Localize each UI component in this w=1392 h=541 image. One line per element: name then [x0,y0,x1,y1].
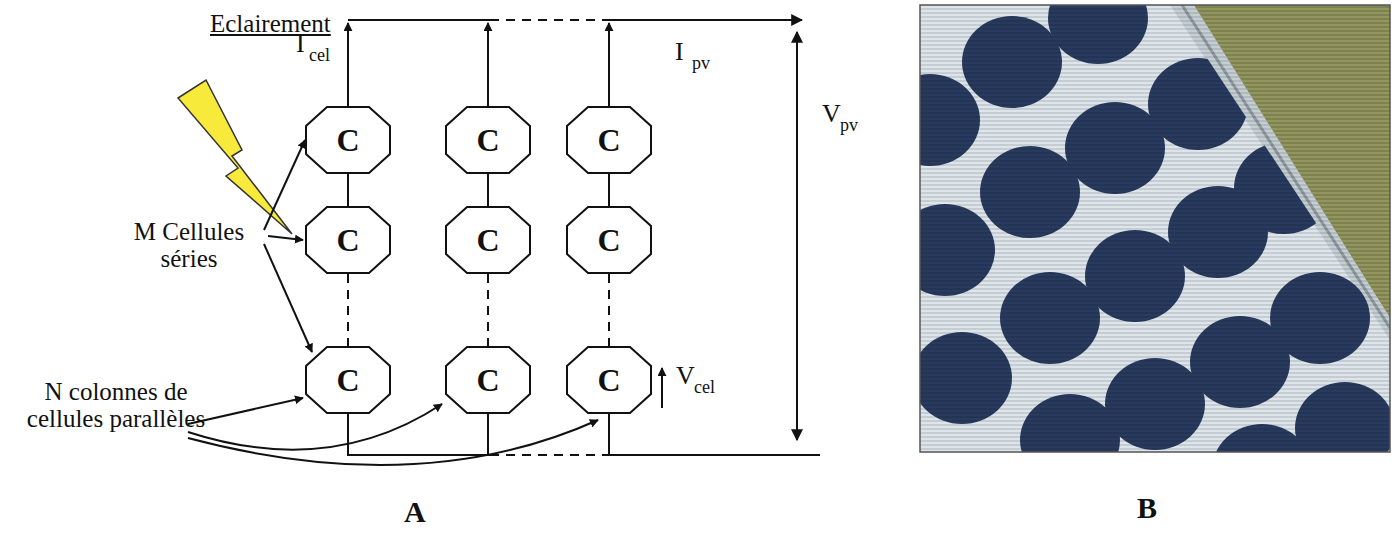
cell-letter: C [336,224,359,256]
solar-cell: C [305,346,391,414]
leader-arrows [264,140,312,352]
solar-cell: C [445,106,531,174]
series-link [487,274,489,346]
voltage-symbol: V [676,362,695,390]
series-link [608,274,610,346]
cell-letter: C [597,124,620,156]
series-link [347,174,349,206]
series-label: M Cellules séries [106,218,272,272]
solar-cell: C [305,206,391,274]
panel-letter: A [404,496,426,528]
lightning-bolt [178,80,292,234]
solar-cell: C [566,206,652,274]
solar-cell: C [566,346,652,414]
voltage-subscript: cel [694,378,715,397]
illumination-label: Eclairement [210,10,331,37]
cell-letter: C [336,124,359,156]
current-symbol: I [296,30,305,58]
cell-letter: C [476,124,499,156]
solar-panel-photo [920,5,1390,452]
solar-cell: C [445,206,531,274]
voltage-symbol: V [822,100,841,128]
series-link [347,274,349,346]
voltage-arrow [661,368,663,408]
leader-arrows [188,398,598,465]
current-subscript: pv [692,54,710,73]
voltage-arrow [796,32,798,440]
solar-cell: C [305,106,391,174]
solar-cell: C [566,106,652,174]
cell-letter: C [476,364,499,396]
series-link [487,174,489,206]
panel-letter: B [1137,492,1157,524]
cell-letter: C [597,364,620,396]
solar-cell: C [445,346,531,414]
top-bus [348,20,802,106]
cell-letter: C [476,224,499,256]
voltage-subscript: pv [840,116,858,135]
current-symbol: I [675,38,684,66]
current-subscript: cel [309,46,330,65]
cell-letter: C [597,224,620,256]
parallel-label: N colonnes de cellules parallèles [18,378,214,432]
cell-letter: C [336,364,359,396]
bottom-bus [348,414,820,455]
series-link [608,174,610,206]
photo-frame [920,5,1390,452]
